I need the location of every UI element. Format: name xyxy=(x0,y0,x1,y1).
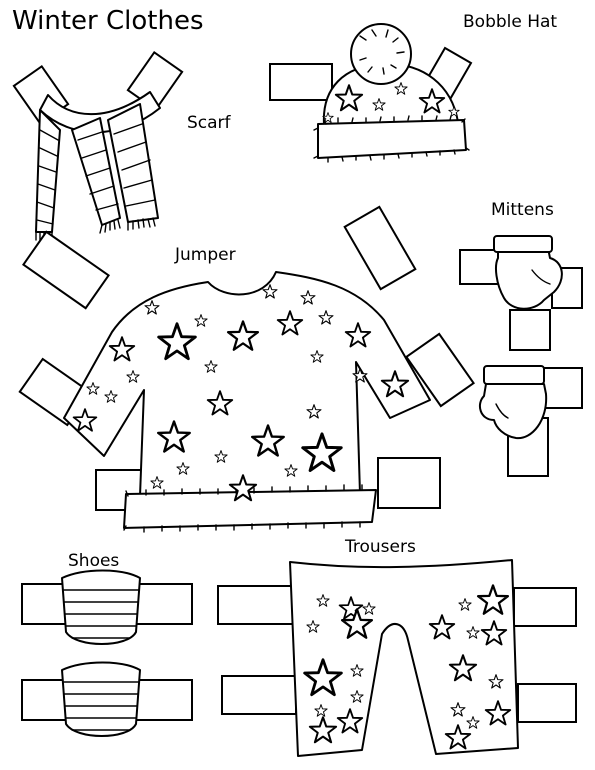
page-title: Winter Clothes xyxy=(12,6,204,36)
scarf-label: Scarf xyxy=(187,113,231,133)
scarf xyxy=(12,51,184,241)
mitten-bottom-cuff xyxy=(483,365,545,385)
mitten-top-tab-left xyxy=(459,249,501,285)
hat-bobble xyxy=(350,23,412,85)
jumper-tab-top-left xyxy=(22,230,110,310)
trousers-tab-top-left xyxy=(217,585,295,625)
shoe-top-tab-right xyxy=(135,583,193,625)
trousers-tab-bottom-left xyxy=(221,675,297,715)
shoe-bottom-tab-left xyxy=(21,679,67,721)
jumper-label: Jumper xyxy=(175,245,236,265)
bobble-hat xyxy=(269,23,473,163)
jumper-tab-mid-right xyxy=(405,332,475,408)
trousers-label: Trousers xyxy=(345,537,416,557)
shoes-label: Shoes xyxy=(68,551,120,571)
mitten-top xyxy=(459,235,583,351)
trousers-tab-bottom-right xyxy=(517,683,577,723)
mitten-bottom-tab-right xyxy=(541,367,583,409)
trousers xyxy=(217,559,577,757)
jumper-hem xyxy=(123,489,377,529)
mitten-top-hand xyxy=(495,247,563,310)
mitten-top-tab-bottom xyxy=(509,309,551,351)
mitten-bottom-hand xyxy=(478,383,548,440)
hat-brim xyxy=(317,119,467,159)
shoe-bottom xyxy=(21,661,193,737)
mitten-bottom xyxy=(478,365,583,477)
bobble-hat-label: Bobble Hat xyxy=(463,12,558,32)
jumper xyxy=(18,205,475,533)
shoe-bottom-tab-right xyxy=(135,679,193,721)
jumper-body xyxy=(63,271,431,497)
shoe-bottom-body xyxy=(61,661,141,737)
jumper-tab-top-right xyxy=(343,205,417,291)
jumper-tab-bottom-left xyxy=(95,469,143,511)
shoe-top xyxy=(21,569,193,645)
trousers-tab-top-right xyxy=(513,587,577,627)
hat-tab-left xyxy=(269,63,333,101)
scarf-right-tail xyxy=(107,103,159,223)
mitten-top-cuff xyxy=(493,235,553,253)
mittens-label: Mittens xyxy=(491,200,554,220)
shoe-top-body xyxy=(61,569,141,645)
shoe-top-tab-left xyxy=(21,583,67,625)
jumper-tab-bottom-right xyxy=(377,457,441,509)
scarf-left-tail xyxy=(35,109,61,233)
